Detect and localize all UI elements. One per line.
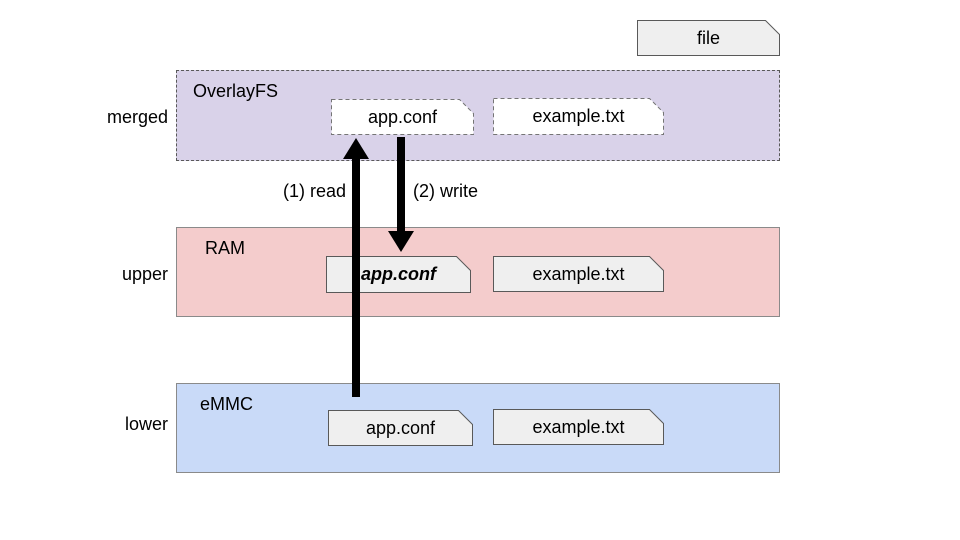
side-label-merged: merged (106, 107, 168, 127)
file-shape-icon (493, 256, 664, 292)
file-shape-icon (326, 256, 471, 293)
layer-lower-emmc: eMMC app.conf example.txt (176, 383, 780, 473)
file-label: example.txt (532, 263, 625, 284)
file-label: app.conf (361, 264, 436, 284)
file-box-merged-exampletxt: example.txt (493, 98, 664, 135)
layer-upper-ram: RAM app.conf example.txt (176, 227, 780, 317)
file-shape-icon (637, 20, 780, 56)
layer-title-emmc: eMMC (200, 394, 253, 414)
layer-title-overlayfs: OverlayFS (193, 81, 279, 101)
file-label: app.conf (367, 106, 438, 127)
layer-title-ram: RAM (205, 238, 245, 258)
file-label: example.txt (532, 416, 625, 437)
file-shape-icon (493, 98, 664, 135)
file-shape-icon (328, 410, 473, 446)
legend-file-label: file (696, 27, 720, 48)
arrow-label-write: (2) write (413, 181, 479, 201)
file-shape-icon (331, 99, 474, 135)
legend-file-box: file (637, 20, 780, 56)
file-box-lower-exampletxt: example.txt (493, 409, 664, 445)
side-label-lower: lower (124, 414, 168, 434)
arrow-label-read: (1) read (282, 181, 346, 201)
side-label-upper: upper (121, 264, 168, 284)
file-box-merged-appconf: app.conf (331, 99, 474, 135)
layer-merged-overlayfs: OverlayFS app.conf example.txt (176, 70, 780, 161)
file-box-upper-exampletxt: example.txt (493, 256, 664, 292)
file-label: app.conf (365, 417, 436, 438)
file-box-upper-appconf: app.conf (326, 256, 471, 293)
file-box-lower-appconf: app.conf (328, 410, 473, 446)
file-label: example.txt (532, 106, 625, 126)
file-shape-icon (493, 409, 664, 445)
